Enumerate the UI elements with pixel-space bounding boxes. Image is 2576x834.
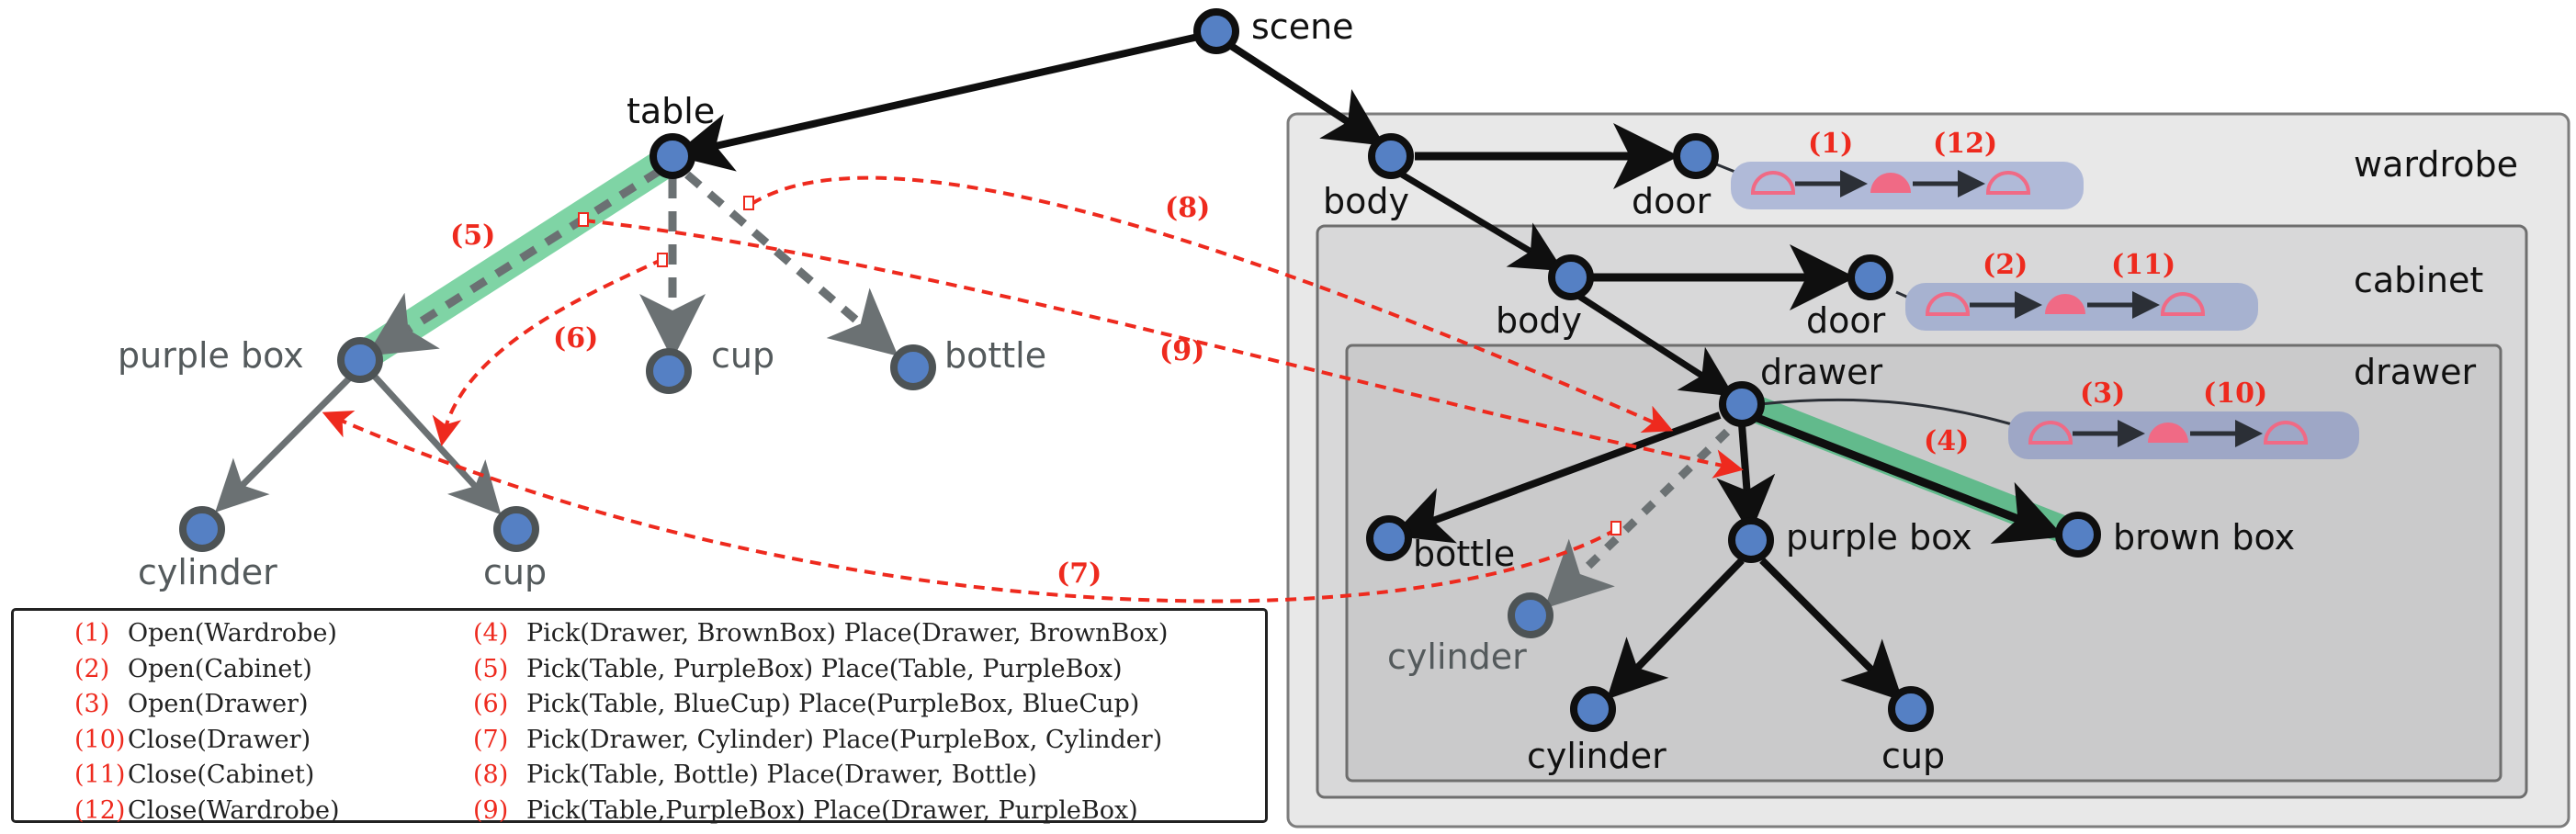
step-label-2: (2) [1983, 249, 2028, 281]
step-label-8: (8) [1165, 192, 1210, 224]
legend-column-open-close: (1)Open(Wardrobe) (2)Open(Cabinet) (3)Op… [74, 616, 340, 828]
drawer-group-label: drawer [2354, 352, 2476, 392]
door-closed-icon [2160, 292, 2206, 316]
node-label-drawer-brown-box: brown box [2113, 517, 2295, 558]
legend-row: (7)Pick(Drawer, Cylinder) Place(PurpleBo… [473, 725, 1163, 754]
move-start-marker [1610, 521, 1621, 535]
move-arrow-step-9 [583, 219, 1744, 479]
node-drawer-purple-box [1728, 517, 1774, 563]
legend-row: (4)Pick(Drawer, BrownBox) Place(Drawer, … [473, 619, 1169, 648]
node-drawer [1719, 381, 1765, 427]
door-closed-icon [1925, 292, 1971, 316]
node-table [650, 133, 695, 179]
node-label-drawer-cylinder: cylinder [1527, 736, 1666, 776]
node-label-table-purple-box: purple box [118, 335, 304, 376]
legend-row: (5)Pick(Table, PurpleBox) Place(Table, P… [473, 654, 1123, 683]
move-start-marker [657, 253, 668, 267]
edge-table-purple-box-dashed [366, 167, 662, 356]
node-drawer-cup [1888, 686, 1934, 732]
step-label-10: (10) [2203, 378, 2267, 410]
node-table-cylinder [179, 506, 225, 552]
node-drawer-cylinder [1570, 686, 1616, 732]
node-drawer-bottle [1366, 515, 1412, 561]
door-closed-icon [2028, 421, 2073, 445]
node-scene [1193, 8, 1239, 54]
edge-wardrobe-body-cabinet-body [1400, 171, 1565, 272]
step-label-6: (6) [553, 322, 598, 355]
legend-row: (2)Open(Cabinet) [74, 654, 312, 683]
door-closed-icon [1750, 171, 1796, 195]
door-open-icon [1870, 173, 1911, 193]
wardrobe-group-label: wardrobe [2354, 144, 2518, 185]
edge-drawer-purple-box [1716, 423, 1776, 535]
node-label-scene: scene [1251, 6, 1354, 47]
edge-drawer-brown-box [1744, 409, 2064, 545]
step-label-1: (1) [1808, 128, 1853, 160]
edge-purple-box-cylinder-gray [215, 374, 354, 513]
edge-scene-wardrobe-body [1223, 39, 1385, 146]
legend-row: (11)Close(Cabinet) [74, 761, 315, 789]
step-label-12: (12) [1933, 128, 1997, 160]
legend-row: (3)Open(Drawer) [74, 690, 309, 718]
node-label-table-bottle: bottle [944, 335, 1046, 376]
door-open-icon [2045, 294, 2085, 314]
drawer-state-bar [1759, 398, 2359, 459]
node-label-wardrobe-door: door [1632, 181, 1712, 221]
node-label-cabinet-body: body [1496, 300, 1582, 341]
node-label-drawer-cylinder-ghost: cylinder [1387, 637, 1527, 677]
node-table-purple-cup [493, 506, 539, 552]
step-label-11: (11) [2111, 249, 2175, 281]
legend-row: (1)Open(Wardrobe) [74, 619, 337, 648]
step-label-5: (5) [450, 220, 495, 252]
edge-table-bottle-dashed [684, 171, 898, 356]
move-arrow-step-6 [432, 257, 664, 446]
edge-purple-box-cup [1759, 558, 1904, 702]
node-label-drawer-purple-box: purple box [1786, 517, 1972, 558]
step-label-4: (4) [1924, 425, 1969, 457]
node-label-wardrobe-body: body [1323, 181, 1409, 221]
node-wardrobe-body [1368, 133, 1414, 179]
node-label-table-cup: cup [711, 335, 774, 376]
door-closed-icon [2263, 421, 2309, 445]
action-legend: (1)Open(Wardrobe) (2)Open(Cabinet) (3)Op… [11, 608, 1268, 825]
move-arrow-step-8 [750, 175, 1674, 433]
door-closed-icon [1985, 171, 2031, 195]
move-start-marker [578, 212, 589, 227]
node-drawer-cylinder-ghost [1508, 592, 1554, 638]
door-open-icon [2148, 423, 2188, 443]
node-cabinet-body [1548, 254, 1594, 300]
cabinet-group-label: cabinet [2354, 260, 2483, 300]
node-label-cabinet-door: door [1806, 300, 1886, 341]
wardrobe-door-state-bar [1713, 162, 2084, 209]
edge-purple-box-cylinder [1606, 558, 1745, 700]
edge-scene-table [672, 29, 1215, 172]
legend-row: (10)Close(Drawer) [74, 725, 311, 754]
node-label-drawer: drawer [1760, 352, 1882, 392]
node-label-drawer-cup: cup [1881, 736, 1945, 776]
cabinet-door-state-bar [1895, 283, 2258, 331]
node-table-bottle [890, 344, 936, 390]
move-start-marker [743, 196, 754, 210]
node-wardrobe-door [1673, 133, 1719, 179]
move-arrow-step-7 [322, 410, 1618, 603]
edge-cabinet-body-drawer [1576, 293, 1734, 397]
legend-row: (12)Close(Wardrobe) [74, 795, 340, 825]
node-label-table-cylinder: cylinder [138, 552, 277, 592]
node-label-drawer-bottle: bottle [1413, 534, 1515, 574]
legend-column-pick-place: (4)Pick(Drawer, BrownBox) Place(Drawer, … [473, 616, 1168, 828]
legend-row: (6)Pick(Table, BlueCup) Place(PurpleBox,… [473, 690, 1140, 718]
legend-row: (9)Pick(Table,PurpleBox) Place(Drawer, P… [473, 795, 1138, 825]
legend-row: (8)Pick(Table, Bottle) Place(Drawer, Bot… [473, 761, 1037, 789]
step-label-9: (9) [1159, 335, 1204, 367]
step-label-3: (3) [2080, 378, 2125, 410]
node-drawer-brown-box [2055, 512, 2101, 558]
node-cabinet-door [1847, 254, 1893, 300]
node-table-cup [646, 348, 692, 394]
node-label-table-purple-cup: cup [483, 552, 547, 592]
node-table-purple-box [337, 337, 383, 383]
edge-drawer-bottle [1391, 411, 1722, 544]
step-label-7: (7) [1056, 558, 1102, 590]
node-label-table: table [627, 91, 715, 131]
